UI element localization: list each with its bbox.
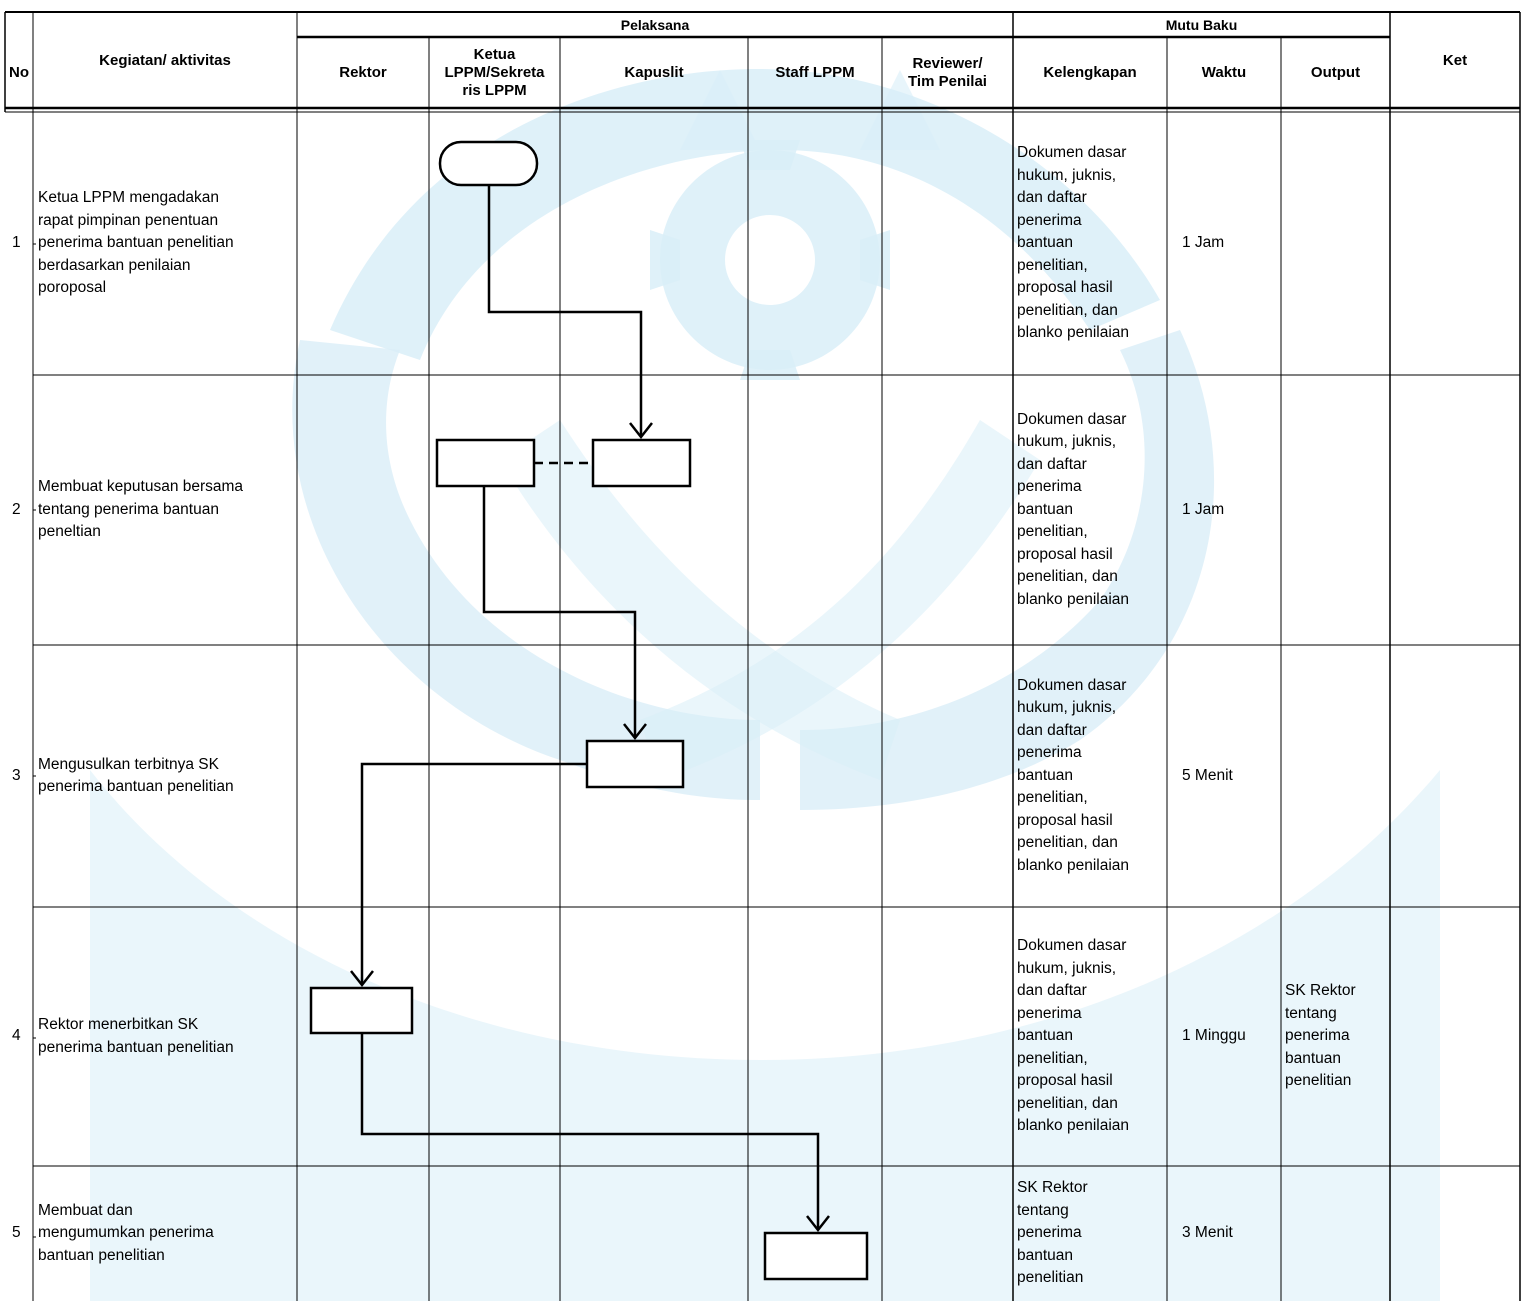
lane-header-rektor: Rektor (339, 63, 387, 81)
header-waktu: Waktu (1201, 63, 1247, 81)
connector-line (360, 762, 587, 985)
header-kelengkapan: Kelengkapan (1043, 63, 1137, 81)
row-5-kelengkapan: SK Rektor tentang penerima bantuan penel… (1017, 1179, 1088, 1287)
row-4-output: SK Rektor tentang penerima bantuan penel… (1285, 982, 1356, 1090)
lane-header-kapuslit: Kapuslit (624, 63, 684, 81)
connector-line (360, 1033, 820, 1230)
start-terminator (438, 140, 539, 187)
connector-line (482, 486, 637, 738)
row-2-waktu: 1 Jam (1182, 500, 1225, 518)
row-1-kegiatan: Ketua LPPM mengadakan rapat pimpinan pen… (38, 189, 234, 297)
row-4-no: 4 (12, 1027, 21, 1045)
row-5-waktu: 3 Menit (1182, 1224, 1233, 1242)
header-no: No (9, 63, 29, 81)
header-kegiatan: Kegiatan/ aktivitas (99, 52, 231, 69)
row-1-no: 1 (12, 234, 21, 252)
process-box (309, 986, 414, 1035)
process-box (585, 739, 685, 789)
row-2-kegiatan: Membuat keputusan bersama tentang peneri… (38, 478, 244, 541)
process-box (763, 1231, 869, 1281)
row-3-waktu: 5 Menit (1182, 766, 1233, 784)
arrowhead-icon (629, 422, 653, 440)
row-3-kelengkapan: Dokumen dasar hukum, juknis, dan daftar … (1017, 676, 1130, 874)
row-4-kelengkapan: Dokumen dasar hukum, juknis, dan daftar … (1017, 937, 1130, 1135)
row-3-no: 3 (12, 766, 21, 784)
lane-header-reviewer: Reviewer/ Tim Penilai (908, 54, 987, 90)
process-box (591, 438, 692, 488)
row-2-kelengkapan: Dokumen dasar hukum, juknis, dan daftar … (1017, 410, 1130, 608)
header-output: Output (1310, 63, 1361, 81)
arrowhead-icon (350, 970, 374, 988)
row-1-kelengkapan: Dokumen dasar hukum, juknis, dan daftar … (1017, 144, 1130, 342)
arrowhead-icon (623, 723, 647, 741)
row-5-kegiatan: Membuat dan mengumumkan penerima bantuan… (38, 1201, 214, 1264)
row-4-kegiatan: Rektor menerbitkan SK penerima bantuan p… (38, 1016, 234, 1056)
lane-header-staff-lppm: Staff LPPM (775, 63, 855, 81)
row-5-no: 5 (12, 1224, 21, 1242)
lane-header-ketua-lppm: Ketua LPPM/Sekreta ris LPPM (444, 45, 545, 99)
header-pelaksana: Pelaksana (620, 16, 690, 33)
row-3-kegiatan: Mengusulkan terbitnya SK penerima bantua… (38, 755, 234, 796)
row-1-waktu: 1 Jam (1182, 234, 1225, 252)
header-ket: Ket (1442, 52, 1468, 69)
row-4-waktu: 1 Minggu (1182, 1027, 1246, 1045)
arrowhead-icon (806, 1215, 830, 1233)
header-mutu-baku: Mutu Baku (1165, 16, 1238, 33)
connector-line (487, 185, 643, 437)
row-2-no: 2 (12, 500, 21, 518)
process-box (435, 438, 536, 488)
